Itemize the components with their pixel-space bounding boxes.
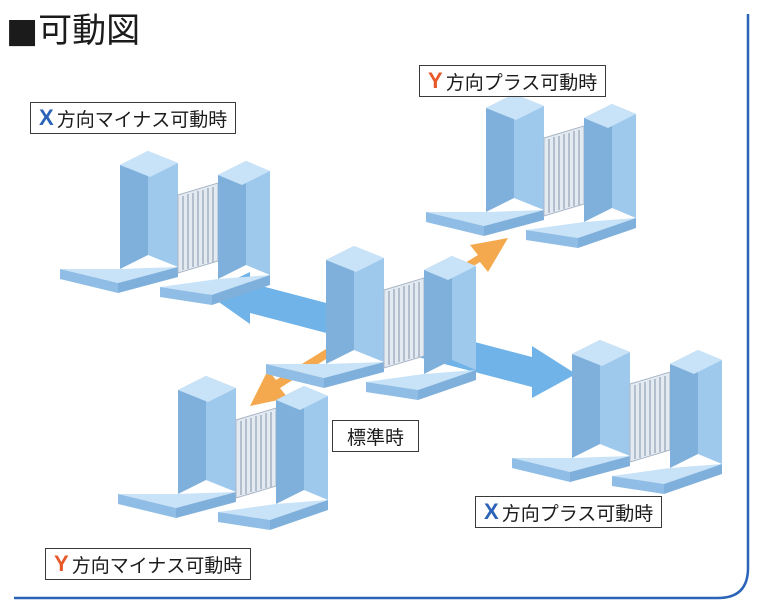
- x-axis-letter: X: [484, 499, 499, 524]
- mechanism-y-minus: [117, 375, 329, 531]
- label-text: 方向マイナス可動時: [56, 108, 228, 131]
- y-axis-letter: Y: [428, 68, 443, 93]
- label-text: 標準時: [347, 426, 405, 449]
- mechanism-x-minus: [59, 150, 271, 306]
- label-x-minus: X 方向マイナス可動時: [30, 102, 237, 134]
- label-y-minus: Y 方向マイナス可動時: [45, 548, 252, 580]
- label-text: 方向プラス可動時: [445, 71, 598, 94]
- page-title: ■可動図: [6, 11, 141, 51]
- frame-border: [14, 14, 750, 600]
- y-axis-letter: Y: [54, 551, 69, 576]
- x-axis-letter: X: [39, 105, 54, 130]
- mechanism-y-plus: [425, 93, 637, 249]
- label-standard: 標準時: [332, 420, 420, 452]
- label-text: 方向プラス可動時: [501, 502, 654, 525]
- label-x-plus: X 方向プラス可動時: [475, 496, 663, 528]
- label-y-plus: Y 方向プラス可動時: [419, 65, 607, 97]
- label-text: 方向マイナス可動時: [71, 554, 243, 577]
